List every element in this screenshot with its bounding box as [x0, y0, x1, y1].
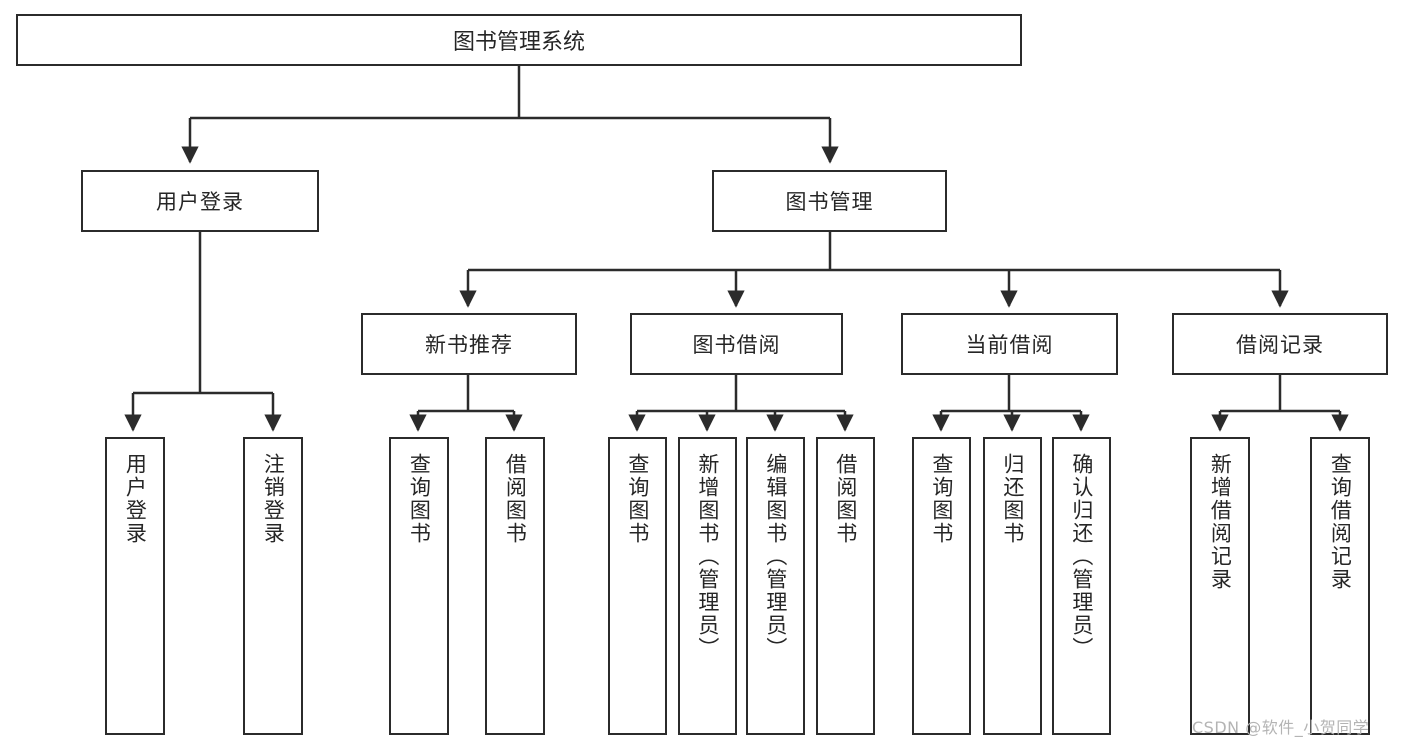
node-borrow-record[interactable]: 借阅记录 — [1172, 313, 1388, 375]
leaf-borrow-record-2-label: 查询借阅记录 — [1328, 453, 1353, 591]
node-new-book-recommend[interactable]: 新书推荐 — [361, 313, 577, 375]
node-root-label: 图书管理系统 — [452, 30, 585, 55]
leaf-current-borrow-2[interactable]: 归还图书 — [983, 437, 1042, 735]
node-book-manage-label: 图书管理 — [785, 190, 874, 214]
node-new-book-recommend-label: 新书推荐 — [425, 333, 513, 357]
leaf-new-book-1-label: 查询图书 — [407, 453, 432, 545]
leaf-current-borrow-1-label: 查询图书 — [929, 453, 954, 545]
leaf-user-login-1[interactable]: 用户登录 — [105, 437, 165, 735]
leaf-new-book-1[interactable]: 查询图书 — [389, 437, 449, 735]
leaf-book-borrow-4-label: 借阅图书 — [833, 453, 858, 545]
leaf-current-borrow-2-label: 归还图书 — [1000, 453, 1025, 545]
node-book-borrow-label: 图书借阅 — [692, 333, 781, 357]
leaf-book-borrow-3-label: 编辑图书（管理员） — [763, 453, 788, 660]
leaf-current-borrow-3[interactable]: 确认归还（管理员） — [1052, 437, 1111, 735]
node-book-manage[interactable]: 图书管理 — [712, 170, 947, 232]
leaf-current-borrow-1[interactable]: 查询图书 — [912, 437, 971, 735]
leaf-book-borrow-1[interactable]: 查询图书 — [608, 437, 667, 735]
leaf-book-borrow-3[interactable]: 编辑图书（管理员） — [746, 437, 805, 735]
leaf-borrow-record-2[interactable]: 查询借阅记录 — [1310, 437, 1370, 735]
leaf-new-book-2[interactable]: 借阅图书 — [485, 437, 545, 735]
leaf-borrow-record-1-label: 新增借阅记录 — [1208, 453, 1233, 591]
leaf-book-borrow-2-label: 新增图书（管理员） — [695, 453, 720, 660]
leaf-user-login-2[interactable]: 注销登录 — [243, 437, 303, 735]
leaf-book-borrow-4[interactable]: 借阅图书 — [816, 437, 875, 735]
node-root[interactable]: 图书管理系统 — [16, 14, 1022, 66]
leaf-current-borrow-3-label: 确认归还（管理员） — [1069, 453, 1094, 660]
node-current-borrow-label: 当前借阅 — [965, 333, 1054, 357]
leaf-user-login-1-label: 用户登录 — [123, 453, 148, 545]
node-current-borrow[interactable]: 当前借阅 — [901, 313, 1118, 375]
node-borrow-record-label: 借阅记录 — [1236, 333, 1324, 357]
node-user-login-label: 用户登录 — [156, 190, 244, 214]
leaf-book-borrow-1-label: 查询图书 — [625, 453, 650, 545]
leaf-new-book-2-label: 借阅图书 — [503, 453, 528, 545]
node-book-borrow[interactable]: 图书借阅 — [630, 313, 843, 375]
leaf-borrow-record-1[interactable]: 新增借阅记录 — [1190, 437, 1250, 735]
leaf-user-login-2-label: 注销登录 — [261, 453, 286, 545]
node-user-login[interactable]: 用户登录 — [81, 170, 319, 232]
leaf-book-borrow-2[interactable]: 新增图书（管理员） — [678, 437, 737, 735]
